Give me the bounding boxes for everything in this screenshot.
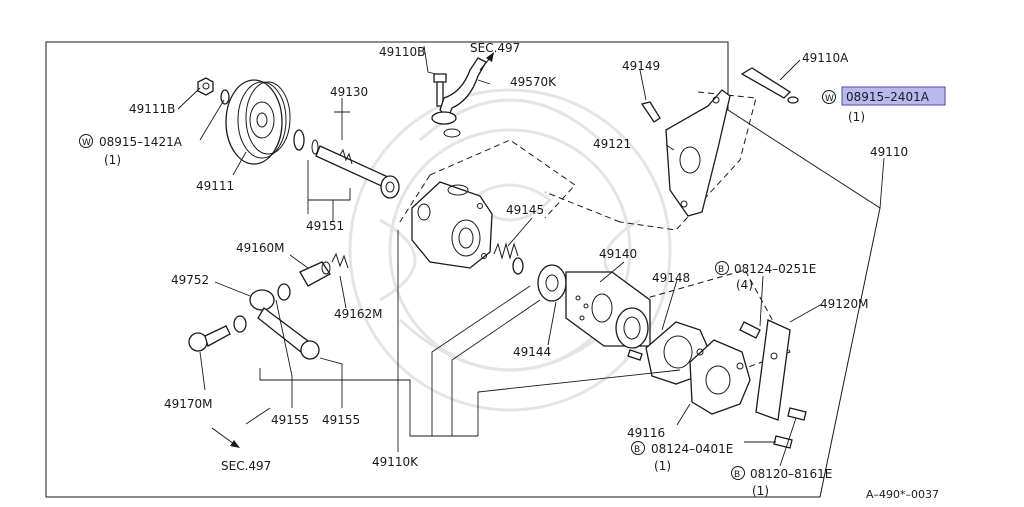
label-49110[interactable]: 49110	[870, 145, 908, 159]
label-49140[interactable]: 49140	[599, 247, 637, 261]
bolt-marker-letter: B	[718, 265, 724, 275]
part-number: 08124–0401E	[651, 442, 733, 456]
figure-id: A–490*–0037	[866, 488, 939, 501]
nut-49111b	[197, 77, 214, 96]
bolt-08120-8161e	[787, 407, 807, 421]
label-49752[interactable]: 49752	[171, 273, 209, 287]
part-number: 08915–1421A	[99, 135, 183, 149]
label-49155-a[interactable]: 49155	[271, 413, 309, 427]
label-49160m[interactable]: 49160M	[236, 241, 285, 255]
bolt-49110b	[433, 73, 447, 107]
quantity: (1)	[104, 153, 121, 167]
arrow-sec497-bottom	[211, 427, 235, 445]
label-49155-b[interactable]: 49155	[322, 413, 360, 427]
rotor-set-49140	[537, 264, 651, 349]
washer-marker-icon	[822, 90, 836, 104]
label-49110k[interactable]: 49110K	[372, 455, 419, 469]
bolt-49110a	[740, 67, 792, 99]
washer-marker-icon	[79, 134, 93, 148]
washer-marker-letter: W	[82, 138, 91, 148]
bolt-08124-0251e	[739, 321, 761, 339]
bolt-marker-icon	[731, 466, 745, 480]
label-49111[interactable]: 49111	[196, 179, 234, 193]
label-49151[interactable]: 49151	[306, 219, 344, 233]
bolt-marker-letter: B	[634, 445, 640, 455]
label-49111b[interactable]: 49111B	[129, 102, 175, 116]
washer-08915-2401a	[787, 96, 799, 104]
quantity: (1)	[752, 484, 769, 498]
pulley-49111	[225, 79, 291, 165]
label-49130[interactable]: 49130	[330, 85, 368, 99]
label-49149[interactable]: 49149	[622, 59, 660, 73]
valve-49160m	[299, 261, 331, 287]
bolt-marker-letter: B	[734, 470, 740, 480]
label-49162m[interactable]: 49162M	[334, 307, 383, 321]
quantity: (1)	[848, 110, 865, 124]
pump-body	[411, 181, 493, 269]
arrow-sec497-top	[479, 57, 491, 71]
part-number-highlighted: 08915–2401A	[846, 90, 930, 104]
leader-lines	[177, 45, 885, 467]
label-49148[interactable]: 49148	[652, 271, 690, 285]
quantity: (4)	[736, 278, 753, 292]
label-49110a[interactable]: 49110A	[802, 51, 849, 65]
label-49145[interactable]: 49145	[506, 203, 544, 217]
part-number: 08120–8161E	[750, 467, 832, 481]
oring-49145	[512, 257, 524, 275]
bolt-08124-0401e	[773, 435, 793, 449]
callout-08120-8161e[interactable]: B 08120–8161E (1)	[731, 466, 833, 499]
label-sec497-bottom[interactable]: SEC.497	[221, 459, 271, 473]
callout-08915-2401a[interactable]: W 08915–2401A (1)	[822, 86, 946, 124]
label-49121[interactable]: 49121	[593, 137, 631, 151]
pump-dashed-outline	[397, 139, 576, 226]
quantity: (1)	[654, 459, 671, 473]
shaft-49130	[293, 129, 400, 199]
part-number: 08124–0251E	[734, 262, 816, 276]
washer-49155-a	[233, 315, 247, 333]
gasket-49116-hole	[663, 335, 693, 369]
arrow-sec497-bottom-head	[230, 440, 240, 448]
hose-49570k	[431, 57, 487, 138]
dowel-49148	[627, 349, 643, 361]
bolt-marker-icon	[715, 261, 729, 275]
spring-49145	[493, 242, 519, 260]
label-49570k[interactable]: 49570K	[510, 75, 557, 89]
label-49144[interactable]: 49144	[513, 345, 551, 359]
eye-bolt-49170m	[188, 325, 231, 352]
arrow-sec497-top-head	[486, 52, 494, 62]
label-49110b[interactable]: 49110B	[379, 45, 425, 59]
rear-cover	[689, 339, 751, 415]
bracket-49120m	[755, 319, 791, 421]
cover-dashed-outline	[639, 269, 791, 381]
callout-08124-0401e[interactable]: B 08124–0401E (1)	[631, 441, 734, 474]
callout-08915-1421a[interactable]: W 08915–1421A (1)	[79, 134, 183, 168]
bracket-49120m-hole	[770, 352, 778, 360]
watermark-emblem	[348, 88, 672, 412]
washer-marker-letter: W	[825, 94, 834, 104]
label-sec497-top[interactable]: SEC.497	[470, 41, 520, 55]
label-49116[interactable]: 49116	[627, 426, 665, 440]
washer-08915-1421a	[220, 89, 230, 105]
bracket-dashed-outline	[544, 91, 757, 231]
bolt-49149	[640, 101, 661, 123]
washer-49155-b	[277, 283, 291, 301]
label-49120m[interactable]: 49120M	[820, 297, 869, 311]
bracket-49121	[665, 89, 731, 217]
union-49752	[249, 289, 320, 360]
bolt-marker-icon	[631, 441, 645, 455]
label-49170m[interactable]: 49170M	[164, 397, 213, 411]
callout-08124-0251e[interactable]: B 08124–0251E (4)	[715, 261, 817, 293]
highlight-box	[841, 86, 946, 106]
spring-49162m	[331, 252, 349, 269]
